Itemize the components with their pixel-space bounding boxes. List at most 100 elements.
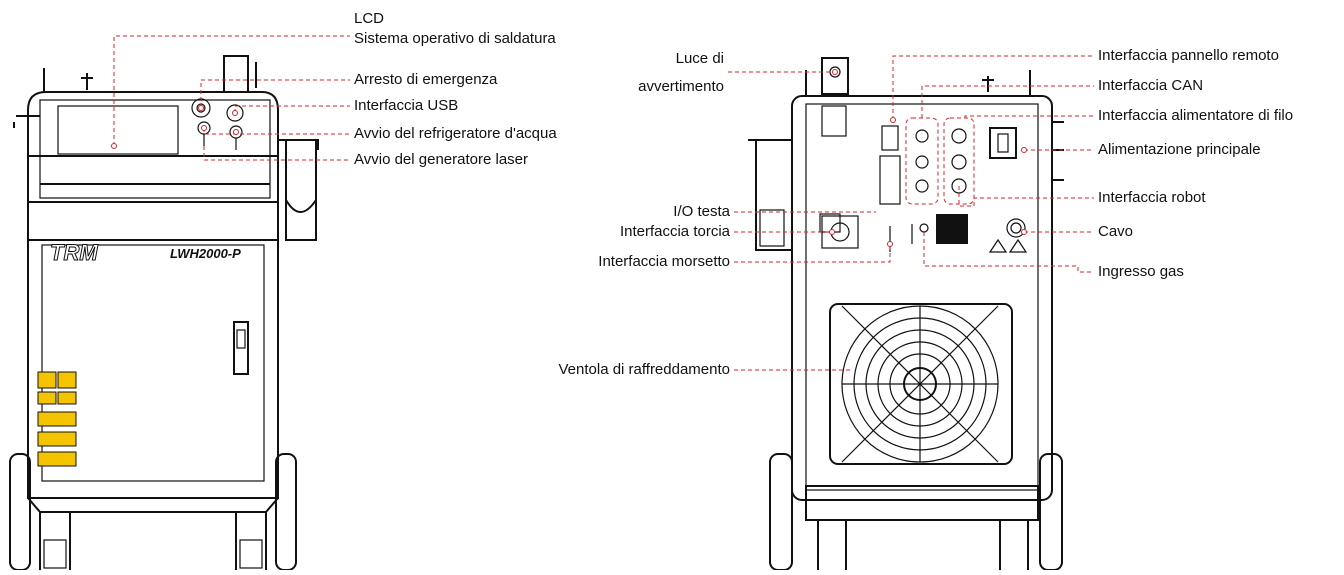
rear-warning-triangles bbox=[988, 238, 1028, 253]
rear-handle-posts bbox=[805, 70, 1031, 96]
leader-torch-anchor bbox=[829, 229, 835, 235]
brand-logo: TRM bbox=[50, 240, 98, 265]
cable-gland-inner bbox=[1010, 222, 1022, 234]
leader-cable-anchor bbox=[1021, 229, 1027, 235]
info-sticker-2 bbox=[37, 431, 77, 447]
rear-warning-light bbox=[821, 57, 849, 95]
label-emergency-stop: Arresto di emergenza bbox=[354, 71, 498, 88]
front-base bbox=[27, 497, 279, 513]
rear-panel bbox=[805, 103, 1039, 491]
leader-laser-anchor bbox=[233, 129, 239, 135]
label-gas-inlet: Ingresso gas bbox=[1098, 263, 1184, 280]
label-cable: Cavo bbox=[1098, 223, 1134, 240]
model-name: LWH2000-P bbox=[170, 246, 241, 261]
label-usb: Interfaccia USB bbox=[354, 97, 459, 114]
torch-holder-curve bbox=[285, 199, 317, 213]
front-left-caster-wheel bbox=[43, 539, 67, 569]
rear-base bbox=[805, 485, 1039, 521]
label-cooling-fan: Ventola di raffreddamento bbox=[558, 361, 730, 378]
leader-chiller-anchor bbox=[201, 125, 207, 131]
hazard-sticker-2 bbox=[57, 391, 77, 405]
front-leaders bbox=[111, 35, 350, 161]
wire-feeder-port-1 bbox=[951, 128, 967, 144]
fan-frame bbox=[829, 303, 1013, 465]
hazard-sticker-1 bbox=[37, 391, 57, 405]
front-top-frame bbox=[27, 91, 279, 202]
leader-emergency-stop bbox=[200, 79, 350, 108]
rear-torch-holder bbox=[748, 139, 792, 251]
rear-right-bracket bbox=[1052, 121, 1064, 181]
leader-emergency-stop-anchor bbox=[198, 105, 204, 111]
front-left-bracket bbox=[13, 115, 40, 128]
label-main-power: Alimentazione principale bbox=[1098, 141, 1261, 158]
main-power-switch-knob bbox=[997, 133, 1009, 153]
front-warning-light-housing bbox=[223, 55, 249, 93]
leader-gas-inlet bbox=[923, 232, 1094, 273]
label-clamp: Interfaccia morsetto bbox=[598, 253, 730, 270]
door-handle bbox=[233, 321, 249, 375]
leader-warning-light-anchor bbox=[832, 69, 838, 75]
leader-clamp-anchor bbox=[887, 241, 893, 247]
wire-feeder-port-2 bbox=[951, 154, 967, 170]
can-port-group-outline bbox=[905, 117, 939, 205]
wire-feeder-group-outline bbox=[943, 117, 975, 205]
front-casters bbox=[39, 512, 267, 570]
leader-usb-anchor bbox=[232, 110, 238, 116]
label-wire-feeder: Interfaccia alimentatore di filo bbox=[1098, 107, 1294, 124]
leader-wire-feeder bbox=[964, 115, 1094, 118]
clamp-and-gas-ports bbox=[889, 224, 913, 252]
label-lcd: LCD bbox=[354, 10, 385, 27]
cable-gland bbox=[1006, 218, 1026, 238]
label-can: Interfaccia CAN bbox=[1098, 77, 1204, 94]
rear-left-wheel bbox=[769, 453, 793, 571]
door-handle-grip bbox=[236, 329, 246, 349]
rear-holder-box bbox=[759, 209, 785, 247]
laser-warning-sticker bbox=[37, 371, 57, 389]
front-door bbox=[41, 244, 265, 482]
can-port-2 bbox=[915, 155, 929, 169]
torch-holder bbox=[278, 139, 319, 241]
leader-main-power-anchor bbox=[1021, 147, 1027, 153]
front-machine bbox=[9, 55, 319, 571]
info-sticker-1 bbox=[37, 411, 77, 427]
fan-guard-spokes bbox=[841, 305, 999, 463]
remote-panel-port bbox=[821, 105, 847, 137]
label-welding-os: Sistema operativo di saldatura bbox=[354, 30, 556, 47]
laser-class-sticker bbox=[57, 371, 77, 389]
leader-remote-panel bbox=[892, 55, 1094, 120]
lcd-screen bbox=[57, 105, 179, 155]
leader-usb bbox=[234, 105, 350, 113]
label-torch: Interfaccia torcia bbox=[619, 223, 730, 240]
front-right-caster-wheel bbox=[239, 539, 263, 569]
usb-port bbox=[226, 104, 244, 122]
rear-machine bbox=[748, 57, 1064, 571]
can-port-1 bbox=[915, 129, 929, 143]
label-head-io: I/O testa bbox=[673, 203, 730, 220]
rear-torch-hook bbox=[982, 76, 994, 92]
front-torch-hook bbox=[81, 73, 93, 90]
leader-lcd bbox=[113, 35, 350, 146]
head-io-db-connector bbox=[879, 155, 901, 205]
info-sticker-3 bbox=[37, 451, 77, 467]
front-top-rails bbox=[28, 155, 278, 185]
label-remote-panel: Interfaccia pannello remoto bbox=[1098, 47, 1279, 64]
main-power-switch bbox=[989, 127, 1017, 159]
leader-laser-start bbox=[203, 146, 350, 161]
label-chiller-start: Avvio del refrigeratore d'acqua bbox=[354, 125, 557, 142]
leader-clamp bbox=[734, 244, 891, 263]
rear-leaders bbox=[728, 55, 1094, 371]
label-warning-light-line1: Luce di bbox=[675, 50, 724, 67]
head-io-port-top bbox=[881, 125, 899, 151]
label-laser-start: Avvio del generatore laser bbox=[354, 151, 528, 168]
rear-casters bbox=[817, 520, 1029, 570]
label-warning-light-line2: avvertimento bbox=[638, 78, 724, 95]
leader-can bbox=[921, 85, 1094, 118]
key-switch-stems bbox=[203, 134, 237, 150]
leader-remote-panel-anchor bbox=[890, 117, 896, 123]
label-robot: Interfaccia robot bbox=[1098, 189, 1206, 206]
front-cabinet bbox=[27, 201, 279, 499]
gas-inlet-port bbox=[919, 223, 929, 233]
front-control-panel bbox=[39, 99, 271, 199]
